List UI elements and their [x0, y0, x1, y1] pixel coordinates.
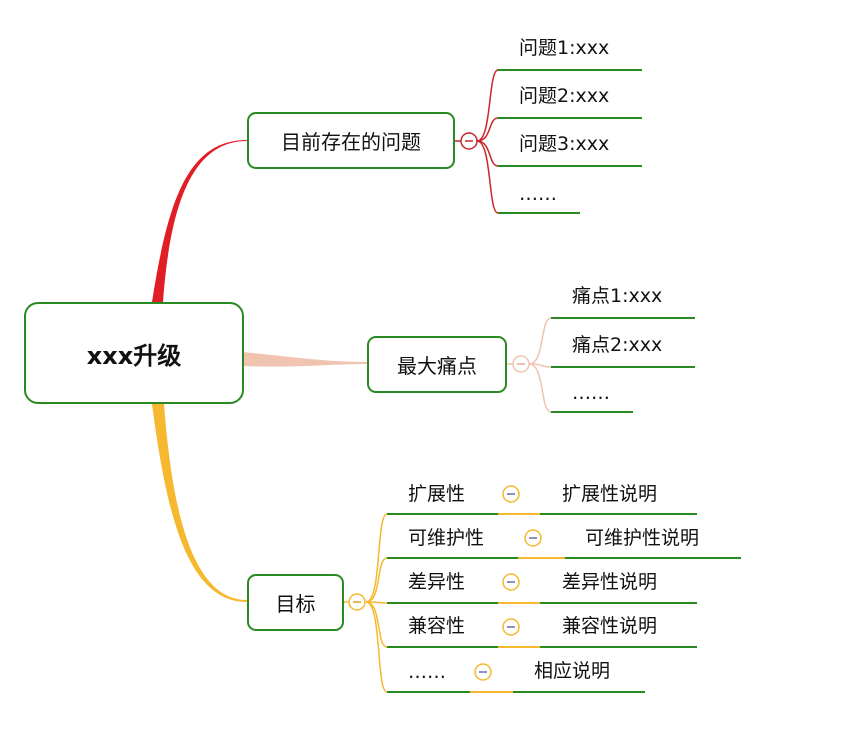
collapse-icon-goal-4[interactable]	[502, 618, 520, 636]
edge-root-to-goals	[152, 404, 247, 602]
subtopic-label: 痛点2:xxx	[572, 334, 663, 356]
subtopic-problem-1[interactable]: 问题1:xxx	[519, 36, 609, 60]
topic-painpoints-label: 最大痛点	[397, 354, 477, 378]
subtopic-pain-2[interactable]: 痛点2:xxx	[572, 333, 662, 357]
root-topic[interactable]: xxx升级	[24, 302, 244, 404]
root-topic-label: xxx升级	[86, 341, 182, 370]
subtopic-goal-5-detail[interactable]: 相应说明	[534, 659, 610, 683]
subtopic-pain-1[interactable]: 痛点1:xxx	[572, 284, 662, 308]
subtopic-label: 问题3:xxx	[519, 133, 610, 155]
subtopic-label: 可维护性	[408, 527, 485, 549]
subtopic-label: 痛点1:xxx	[572, 285, 663, 307]
subtopic-label: 兼容性	[408, 615, 466, 637]
subtopic-label: 差异性	[408, 571, 466, 593]
subtopic-pain-3[interactable]: ……	[572, 381, 610, 405]
collapse-icon-goal-1[interactable]	[502, 485, 520, 503]
collapse-icon-problems[interactable]	[460, 132, 478, 150]
subtopic-goal-5[interactable]: ……	[408, 660, 446, 684]
subtopic-label: ……	[572, 382, 610, 404]
collapse-icon-goals[interactable]	[348, 593, 366, 611]
collapse-icon-goal-2[interactable]	[524, 529, 542, 547]
topic-problems-label: 目前存在的问题	[281, 130, 421, 154]
subtopic-detail-label: 相应说明	[534, 660, 611, 682]
subtopic-goal-2-detail[interactable]: 可维护性说明	[585, 526, 699, 550]
subtopic-goal-1[interactable]: 扩展性	[408, 482, 465, 506]
collapse-icon-goal-5[interactable]	[474, 663, 492, 681]
subtopic-goal-4-detail[interactable]: 兼容性说明	[562, 614, 657, 638]
subtopic-detail-label: 兼容性说明	[562, 615, 658, 637]
topic-problems[interactable]: 目前存在的问题	[247, 112, 455, 169]
subtopic-label: ……	[408, 661, 446, 683]
subtopic-goal-1-detail[interactable]: 扩展性说明	[562, 482, 657, 506]
topic-painpoints[interactable]: 最大痛点	[367, 336, 507, 393]
subtopic-label: 扩展性	[408, 483, 466, 505]
subtopic-problem-2[interactable]: 问题2:xxx	[519, 84, 609, 108]
subtopic-problem-3[interactable]: 问题3:xxx	[519, 132, 609, 156]
topic-goals-label: 目标	[275, 592, 316, 616]
subtopic-problem-4[interactable]: ……	[519, 182, 557, 206]
subtopic-detail-label: 扩展性说明	[562, 483, 658, 505]
edge-root-to-problems	[152, 140, 247, 302]
subtopic-goal-3-detail[interactable]: 差异性说明	[562, 570, 657, 594]
subtopic-label: 问题2:xxx	[519, 85, 610, 107]
topic-goals[interactable]: 目标	[247, 574, 344, 631]
subtopic-detail-label: 差异性说明	[562, 571, 658, 593]
subtopic-label: 问题1:xxx	[519, 37, 610, 59]
subtopic-goal-4[interactable]: 兼容性	[408, 614, 465, 638]
subtopic-goal-3[interactable]: 差异性	[408, 570, 465, 594]
collapse-icon-painpoints[interactable]	[512, 355, 530, 373]
subtopic-label: ……	[519, 183, 557, 205]
collapse-icon-goal-3[interactable]	[502, 573, 520, 591]
subtopic-detail-label: 可维护性说明	[585, 527, 700, 549]
subtopic-goal-2[interactable]: 可维护性	[408, 526, 484, 550]
edge-root-to-painpoints	[243, 352, 367, 367]
